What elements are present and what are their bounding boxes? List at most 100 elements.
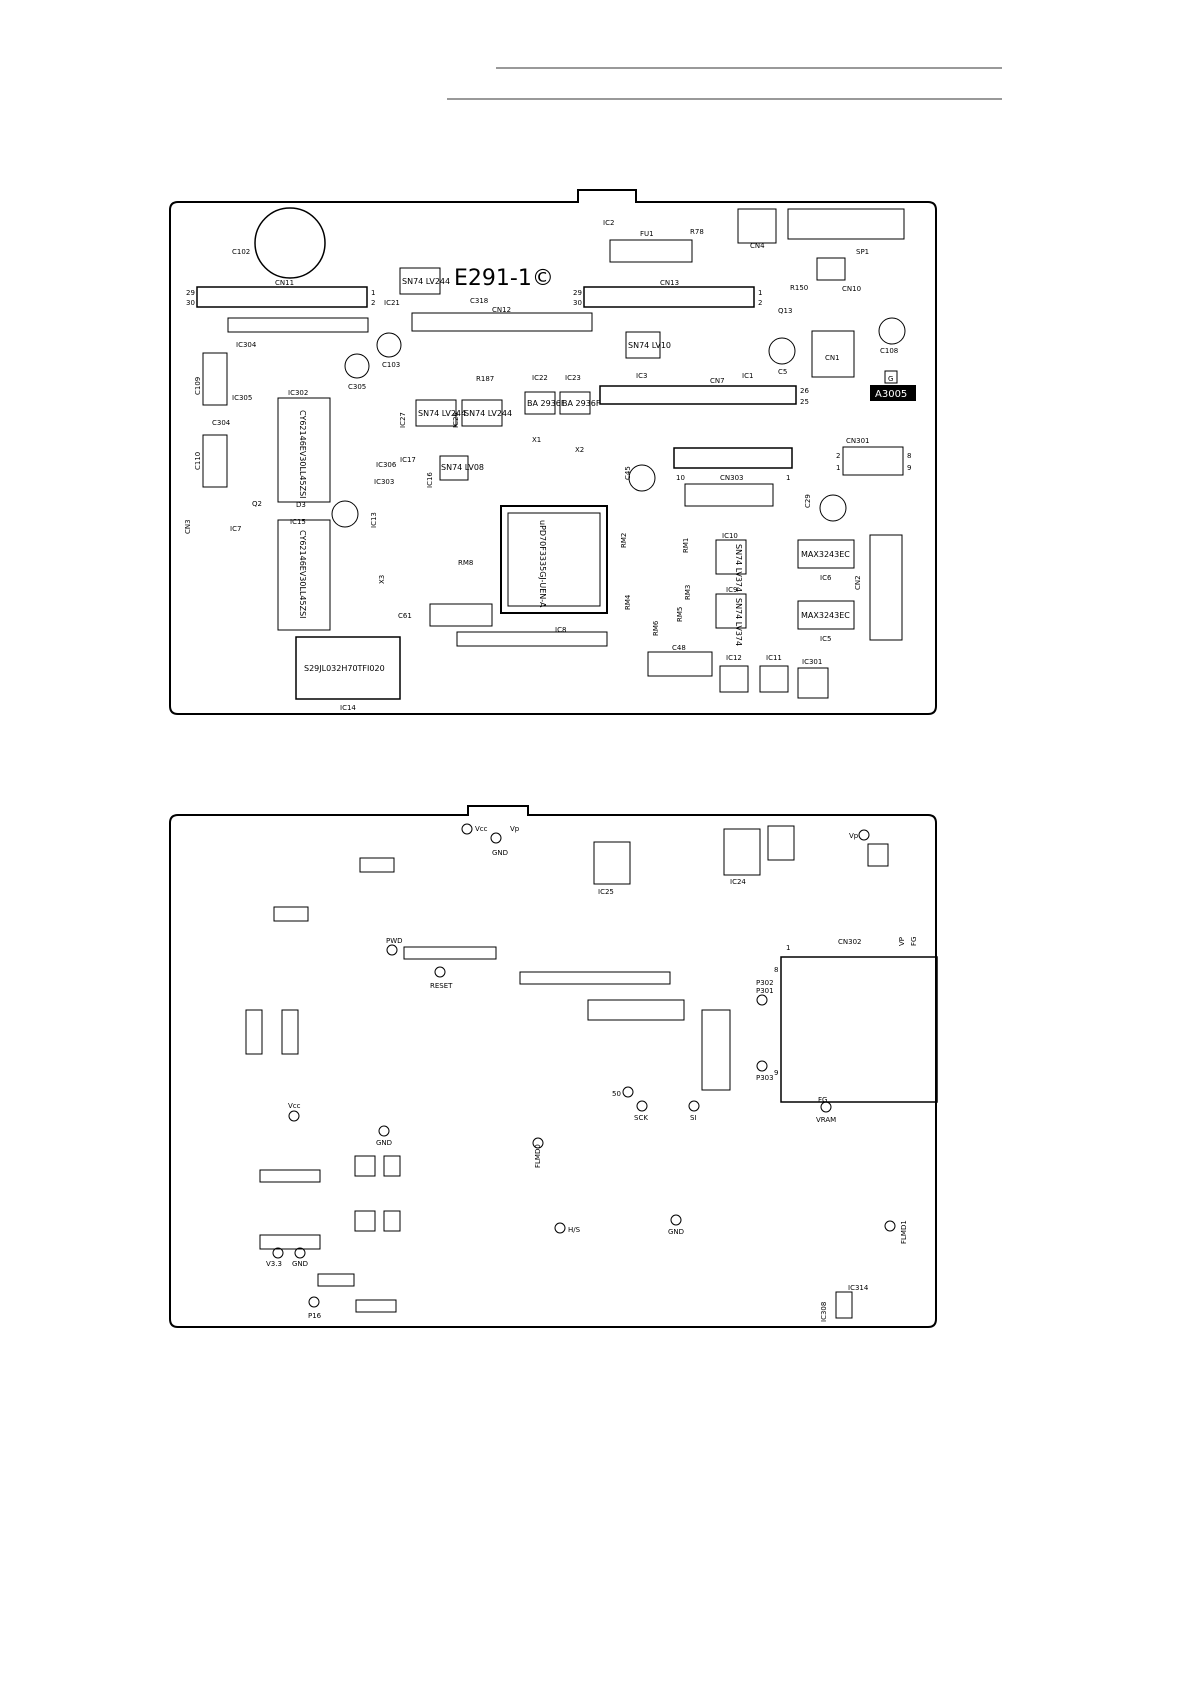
ic308-label: IC308: [820, 1302, 828, 1322]
rm22-block: [354, 1210, 376, 1232]
tp-p301-label: P301: [756, 987, 774, 995]
c108-capacitor: [878, 317, 906, 345]
ic305-label: IC305: [232, 394, 252, 402]
tp-gnd-bottom-label: GND: [668, 1228, 684, 1236]
cn10-connector: [816, 257, 846, 281]
bottom-board-labels: Vcc Vp GND PWD RESET Vcc GND V3.3 GND P1…: [266, 825, 918, 1322]
cn301-pin-9: 9: [907, 464, 911, 472]
badge-letter: G: [888, 375, 893, 383]
cn7-pin-26: 26: [800, 387, 809, 395]
ic8-cpu: [500, 505, 608, 614]
cn301-label: CN301: [846, 437, 870, 445]
ic3-part: SN74 LV10: [628, 341, 671, 350]
cn302-pin-1: 1: [786, 944, 790, 952]
d3-label: D3: [296, 501, 306, 509]
rm306-block: [281, 1009, 299, 1055]
cn302-connector: [780, 956, 938, 1103]
tp-p16: [308, 1296, 320, 1308]
ic11-ref: IC11: [766, 654, 782, 662]
r150-label: R150: [790, 284, 808, 292]
c45-capacitor: [628, 464, 656, 492]
ic9-logic: [715, 593, 747, 629]
ic6-max3243: [797, 539, 855, 569]
tp-vp-top: [858, 829, 870, 841]
ic21-logic: [399, 267, 441, 295]
cn302-vp: VP: [898, 937, 906, 946]
rm4-label: RM4: [624, 594, 632, 610]
tp-gnd-top: [490, 832, 502, 844]
cn7-header: [599, 385, 797, 405]
pad-row-d: [259, 1169, 321, 1183]
fu1-label: FU1: [640, 230, 654, 238]
ic14-ref: IC14: [340, 704, 356, 712]
tp-v33: [272, 1247, 284, 1259]
cn11-pin-30: 30: [186, 299, 195, 307]
tp-flmd1: [884, 1220, 896, 1232]
cn11-pin-1: 1: [371, 289, 375, 297]
ic5-part: MAX3243EC: [801, 611, 850, 620]
tp-gnd-v33-label: GND: [292, 1260, 308, 1268]
tp-p301: [756, 994, 768, 1006]
ic6-part: MAX3243EC: [801, 550, 850, 559]
ic27-logic: [415, 399, 457, 427]
top-board: [169, 189, 937, 715]
cn302-fg: FG: [910, 937, 918, 946]
c110-capacitor: [202, 434, 228, 488]
cn302-pin-8: 8: [774, 966, 778, 974]
ic9-part: SN74 LV374: [734, 598, 743, 646]
pad-row-e: [259, 1234, 321, 1250]
fu1-fuse: [609, 239, 693, 263]
pad-row-f: [317, 1273, 355, 1287]
cn303-header: [673, 447, 793, 469]
pad-row-b: [519, 971, 671, 985]
c305-label: C305: [348, 383, 366, 391]
cn3-label: CN3: [184, 519, 192, 534]
sp1-connector: [787, 208, 905, 240]
cn301-pin-2: 2: [836, 452, 840, 460]
tp-vp-top-label: Vp: [510, 825, 520, 833]
tp-gnd-left: [378, 1125, 390, 1137]
ic8-cpu-inner: [507, 512, 601, 607]
ic6-ref: IC6: [820, 574, 832, 582]
cn302-pin-9: 9: [774, 1069, 778, 1077]
c48-label: C48: [672, 644, 686, 652]
cn302-label: CN302: [838, 938, 862, 946]
ic5-max3243: [797, 600, 855, 630]
rm2-label: RM2: [620, 533, 628, 548]
resistor-row-d: [456, 631, 608, 647]
ic2-ref: IC2: [603, 219, 614, 227]
ic12-logic: [719, 665, 749, 693]
pad-row-h: [701, 1009, 731, 1091]
ic3-ref: IC3: [636, 372, 647, 380]
cn303-pin-10: 10: [676, 474, 685, 482]
ic302-sram: [277, 397, 331, 503]
cn13-header: [583, 286, 755, 308]
ic301-reg: [797, 667, 829, 699]
tp-reset: [434, 966, 446, 978]
ic302-part: CY62146EV30LL45ZSI: [298, 410, 307, 499]
tp-p303-label: P303: [756, 1074, 774, 1082]
c5-capacitor: [768, 337, 796, 365]
c109-label: C109: [194, 377, 202, 395]
ic9-ref: IC9: [726, 586, 737, 594]
d6-block: [359, 857, 395, 873]
r78-label: R78: [690, 228, 704, 236]
cn4-label: CN4: [750, 242, 765, 250]
ic3-logic: [625, 331, 661, 359]
cn2-connector: [869, 534, 903, 641]
ic15-part: CY62146EV30LL45ZSI: [298, 530, 307, 619]
rm1-label: RM1: [682, 538, 690, 553]
rm8-label: RM8: [458, 559, 473, 567]
top-board-labels: E291-1© A3005 G CN11 29 1 30 2 CN13 29 1…: [184, 219, 916, 712]
tp-flmd1-label: FLMD1: [900, 1220, 908, 1244]
tp-hs-label: H/S: [568, 1226, 581, 1234]
tp-sck: [636, 1100, 648, 1112]
c80-block: [767, 825, 795, 861]
cn303-pin-1: 1: [786, 474, 790, 482]
c103-label: C103: [382, 361, 400, 369]
rm6-label: RM6: [652, 620, 660, 636]
pad-row-c: [587, 999, 685, 1021]
q14-block: [867, 843, 889, 867]
cn1-label: CN1: [825, 354, 840, 362]
ic8-part: uPD70F3335GJ-UEN-A: [538, 520, 547, 608]
